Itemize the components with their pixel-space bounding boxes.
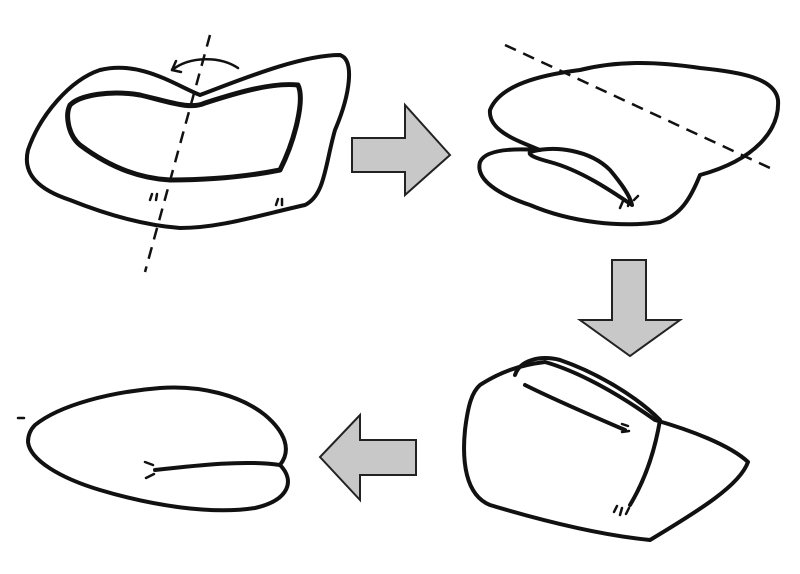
fold-line <box>143 34 212 273</box>
inner-fold <box>527 147 634 207</box>
towel-inner-border <box>65 82 303 183</box>
towel-outline <box>477 61 781 227</box>
fold-seam <box>153 460 282 472</box>
towel-outline <box>462 360 750 542</box>
arrowhead-icon <box>170 59 183 74</box>
roll-seam <box>523 383 627 432</box>
tag-mark <box>612 422 631 517</box>
towel-outline <box>26 385 290 513</box>
arrow-down-icon <box>576 259 684 358</box>
step-3-rolled-towel <box>462 356 750 542</box>
arrow-left-icon <box>318 412 417 503</box>
step-4-folded-towel <box>16 385 290 513</box>
step-1-flat-towel <box>24 34 352 273</box>
fold-direction-arrow <box>170 58 240 72</box>
roll-top <box>513 356 662 507</box>
arrow-right-icon <box>351 102 452 198</box>
tag-mark <box>16 416 156 480</box>
towel-outline <box>24 53 352 230</box>
tag-mark <box>148 192 284 207</box>
step-2-half-folded-towel <box>477 43 781 227</box>
fold-line <box>504 43 771 170</box>
tag-mark <box>618 194 640 210</box>
